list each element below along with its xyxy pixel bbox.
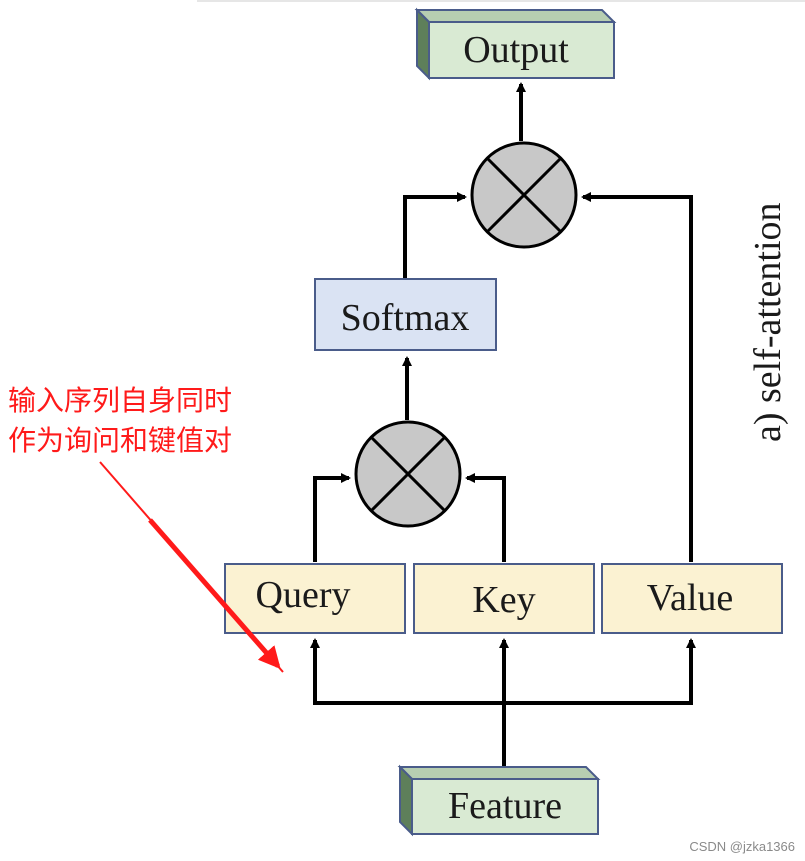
softmax-box: Softmax [314,278,497,351]
output-label: Output [463,29,569,71]
self-attention-caption: a) self-attention [747,202,789,442]
value-label: Value [647,577,734,619]
arrow-key-to-multiply [465,473,506,562]
output-box: Output [414,7,617,81]
arrow-value-to-multiply [581,192,693,562]
arrow-query-to-multiply [313,473,351,562]
annotation-pointer-arrow [148,518,281,670]
key-label: Key [472,579,535,621]
bottom-multiply-node [354,420,462,528]
feature-label: Feature [448,785,562,827]
feature-box: Feature [397,764,601,837]
arrow-softmax-to-multiply [403,192,467,278]
annotation-line2: 作为询问和键值对 [8,424,232,457]
query-box: Query [224,563,406,634]
annotation: 输入序列自身同时 作为询问和键值对 [8,384,284,673]
value-box: Value [601,563,783,634]
annotation-line1: 输入序列自身同时 [8,384,232,417]
softmax-label: Softmax [341,297,470,339]
key-box: Key [413,563,595,634]
csdn-watermark: CSDN @jzka1366 [689,839,795,854]
top-multiply-node [470,141,578,249]
query-label: Query [256,574,351,616]
